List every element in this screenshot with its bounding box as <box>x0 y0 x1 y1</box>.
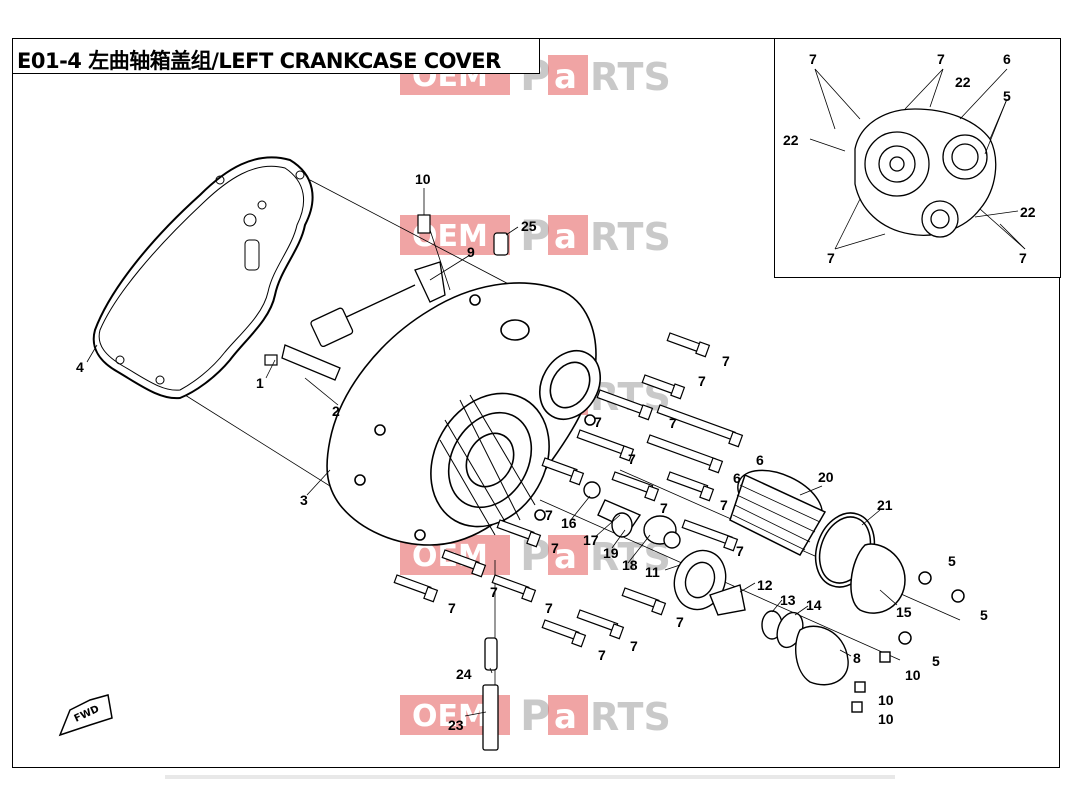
callout-10-c: 10 <box>878 692 894 708</box>
callout-5-a: 5 <box>948 553 956 569</box>
callout-3: 3 <box>300 492 308 508</box>
callout-23: 23 <box>448 717 464 733</box>
callout-24: 24 <box>456 666 472 682</box>
watermark-1: OEM P a RTS <box>400 51 671 100</box>
inset-callout-22-b: 22 <box>783 132 799 148</box>
callout-14: 14 <box>806 597 822 613</box>
callout-18: 18 <box>622 557 638 573</box>
watermark-2: OEM P a RTS <box>400 211 671 260</box>
oil-filter-group <box>729 469 965 645</box>
callout-10-top: 10 <box>415 171 431 187</box>
page-title: E01-4 左曲轴箱盖组/LEFT CRANKCASE COVER <box>17 49 501 73</box>
fwd-arrow-icon: FWD <box>58 694 113 737</box>
callout-25: 25 <box>521 218 537 234</box>
callout-8: 8 <box>853 650 861 666</box>
callout-10-b: 10 <box>905 667 921 683</box>
svg-text:RTS: RTS <box>590 695 671 739</box>
callout-2: 2 <box>332 403 340 419</box>
inset-callout-7-b: 7 <box>937 51 945 67</box>
callout-13: 13 <box>780 592 796 608</box>
callout-4: 4 <box>76 359 84 375</box>
callout-7-n: 7 <box>676 614 684 630</box>
callout-12: 12 <box>757 577 773 593</box>
callout-7-h: 7 <box>545 507 553 523</box>
callout-7-m: 7 <box>448 600 456 616</box>
callout-7-l: 7 <box>545 600 553 616</box>
bottom-scroll-bar <box>165 775 895 779</box>
inset-callouts: 7 7 6 22 5 22 22 7 7 <box>783 51 1036 266</box>
svg-text:a: a <box>554 217 577 257</box>
callout-15: 15 <box>896 604 912 620</box>
callout-7-b: 7 <box>698 373 706 389</box>
callout-7-e: 7 <box>628 451 636 467</box>
leader-lines <box>86 188 898 717</box>
callout-7-d: 7 <box>669 415 677 431</box>
callout-7-p: 7 <box>598 647 606 663</box>
callout-19: 19 <box>603 545 619 561</box>
inset-callout-7-d: 7 <box>1019 250 1027 266</box>
filter-ribs <box>732 484 821 551</box>
svg-text:P: P <box>520 691 551 740</box>
svg-text:a: a <box>554 697 577 737</box>
callout-7-i: 7 <box>551 540 559 556</box>
callout-7-f: 7 <box>720 497 728 513</box>
svg-text:RTS: RTS <box>590 215 671 259</box>
inset-callout-6: 6 <box>1003 51 1011 67</box>
inset-callout-22-a: 22 <box>955 74 971 90</box>
dowel-pins <box>482 637 499 751</box>
callout-20: 20 <box>818 469 834 485</box>
svg-text:P: P <box>520 211 551 260</box>
pump-stack <box>583 481 891 713</box>
inset-callout-5: 5 <box>1003 88 1011 104</box>
callout-7-a: 7 <box>722 353 730 369</box>
callout-7-o: 7 <box>630 638 638 654</box>
bolts <box>264 214 744 648</box>
callout-5-b: 5 <box>980 607 988 623</box>
callout-7-c: 7 <box>594 414 602 430</box>
sensor-assembly <box>281 261 446 381</box>
callout-9: 9 <box>467 244 475 260</box>
callout-5-c: 5 <box>932 653 940 669</box>
callout-16: 16 <box>561 515 577 531</box>
inset-view: 7 7 6 22 5 22 22 7 7 <box>774 38 1061 278</box>
callout-7-j: 7 <box>736 543 744 559</box>
gasket-outline <box>92 156 314 400</box>
callout-11: 11 <box>645 564 660 580</box>
callout-7-g: 7 <box>660 500 668 516</box>
inset-callout-7-c: 7 <box>827 250 835 266</box>
svg-text:a: a <box>554 57 577 97</box>
inset-callout-22-c: 22 <box>1020 204 1036 220</box>
callout-6-a: 6 <box>756 452 764 468</box>
svg-text:OEM: OEM <box>412 699 488 734</box>
callout-10-d: 10 <box>878 711 894 727</box>
title-box: E01-4 左曲轴箱盖组/LEFT CRANKCASE COVER <box>12 38 540 74</box>
callout-7-k: 7 <box>490 584 498 600</box>
callout-21: 21 <box>877 497 893 513</box>
callouts: 4 1 2 3 10 9 25 7 7 7 7 7 6 6 7 20 21 7 … <box>76 171 988 733</box>
callout-1: 1 <box>256 375 264 391</box>
callout-17: 17 <box>583 532 599 548</box>
callout-6-b: 6 <box>733 470 741 486</box>
svg-text:RTS: RTS <box>590 55 671 99</box>
watermark-5: OEM P a RTS <box>400 691 671 740</box>
crankcase-cover <box>326 282 601 546</box>
svg-text:a: a <box>554 537 577 577</box>
inset-callout-7-a: 7 <box>809 51 817 67</box>
inset-diagram: 7 7 6 22 5 22 22 7 7 <box>783 51 1036 266</box>
